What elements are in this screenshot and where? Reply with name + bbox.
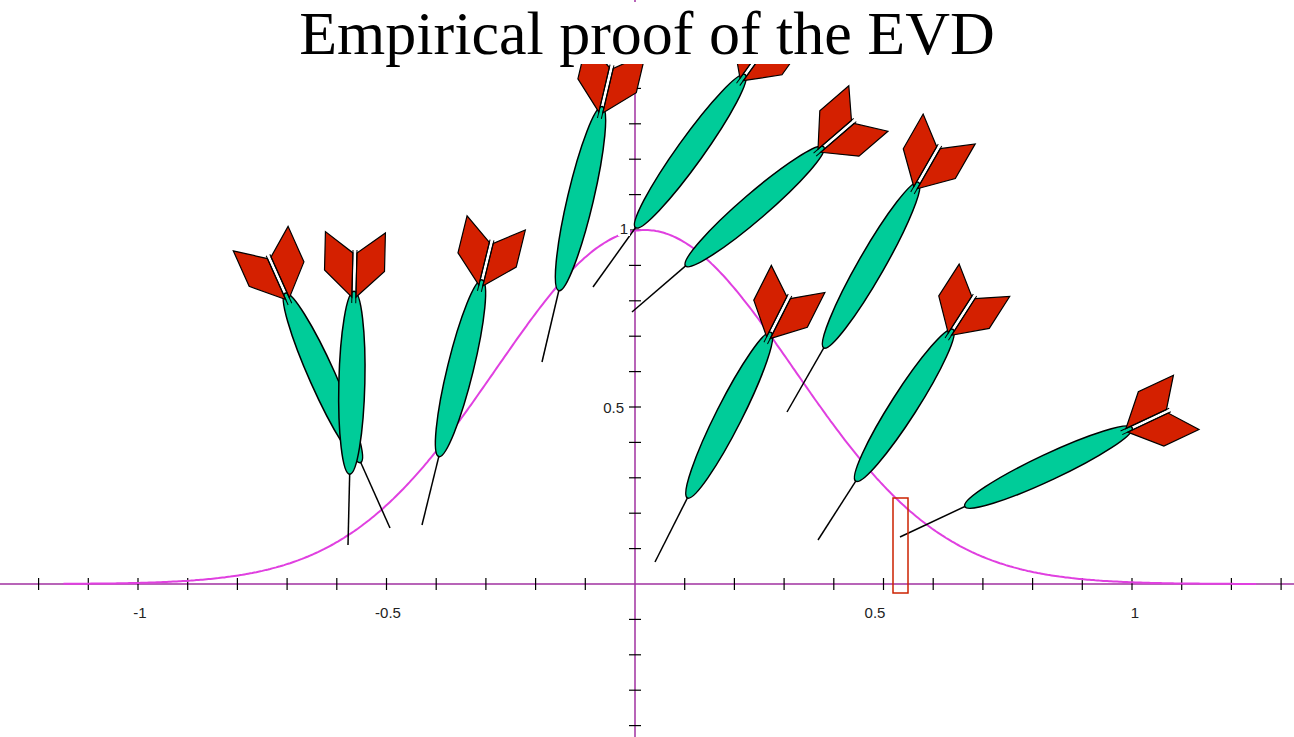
dart-shaft bbox=[270, 254, 292, 303]
x-tick bbox=[386, 578, 387, 590]
dart-flight bbox=[952, 281, 1010, 350]
dart-needle bbox=[542, 285, 560, 362]
dart bbox=[393, 216, 525, 532]
dart-body bbox=[959, 416, 1137, 518]
y-tick bbox=[629, 619, 641, 620]
dart-needle bbox=[358, 457, 390, 528]
dart-shaft bbox=[352, 250, 353, 303]
dart-body bbox=[812, 176, 929, 354]
dart-needle bbox=[787, 343, 827, 412]
x-tick bbox=[1131, 578, 1132, 590]
x-tick bbox=[436, 578, 437, 590]
x-tick bbox=[734, 578, 735, 590]
y-tick bbox=[629, 442, 641, 443]
y-tick bbox=[629, 371, 641, 372]
dart bbox=[761, 114, 975, 427]
y-tick bbox=[629, 690, 641, 691]
dart-shaft bbox=[914, 146, 942, 194]
y-tick bbox=[629, 477, 641, 478]
dart-body bbox=[677, 137, 832, 276]
dart-shaft bbox=[814, 118, 854, 153]
x-tick bbox=[237, 578, 238, 590]
dart-shaft bbox=[945, 294, 973, 338]
dart-needle bbox=[818, 476, 859, 540]
y-tick bbox=[629, 548, 641, 549]
gaussian-curve bbox=[64, 230, 1257, 584]
dart-flight bbox=[821, 110, 888, 173]
x-tick bbox=[982, 578, 983, 590]
dart bbox=[793, 264, 1010, 556]
slide-title: Empirical proof of the EVD bbox=[293, 2, 1001, 64]
x-tick bbox=[1280, 578, 1281, 590]
dart-body bbox=[337, 291, 367, 475]
x-tick-label: 0.5 bbox=[863, 605, 888, 620]
y-tick bbox=[629, 725, 641, 726]
dart-flight bbox=[1128, 404, 1199, 457]
dart bbox=[887, 375, 1199, 564]
dart-needle bbox=[900, 504, 970, 537]
dart-shaft bbox=[911, 144, 939, 192]
x-tick bbox=[833, 578, 834, 590]
dart-shaft bbox=[816, 122, 856, 157]
y-axis bbox=[634, 0, 636, 737]
x-tick bbox=[783, 578, 784, 590]
y-tick-label: 0.5 bbox=[601, 400, 626, 415]
x-tick bbox=[585, 578, 586, 590]
dart-flight bbox=[356, 232, 386, 298]
dart-flight bbox=[324, 232, 354, 298]
dart-shaft bbox=[948, 296, 976, 340]
y-tick bbox=[629, 300, 641, 301]
dart bbox=[318, 232, 385, 546]
dart-shaft bbox=[266, 256, 288, 305]
dart-shaft bbox=[764, 294, 788, 342]
dart-flight bbox=[263, 226, 315, 297]
x-tick bbox=[287, 578, 288, 590]
y-tick bbox=[629, 654, 641, 655]
x-axis bbox=[0, 583, 1294, 585]
x-tick bbox=[137, 578, 138, 590]
dart-body bbox=[676, 327, 783, 504]
dart-needle bbox=[348, 468, 350, 545]
dart bbox=[628, 265, 825, 575]
dart-body bbox=[546, 104, 615, 294]
dart-shaft bbox=[601, 65, 614, 118]
dart bbox=[513, 40, 646, 369]
dart-shaft bbox=[356, 250, 357, 303]
y-tick bbox=[629, 513, 641, 514]
x-tick-label: -0.5 bbox=[373, 605, 403, 620]
dart-shaft bbox=[1121, 408, 1170, 431]
dart-flight bbox=[770, 280, 825, 351]
y-tick bbox=[629, 123, 641, 124]
y-tick bbox=[629, 159, 641, 160]
x-tick bbox=[933, 578, 934, 590]
dart-shaft bbox=[1122, 412, 1171, 435]
x-tick bbox=[38, 578, 39, 590]
bin-rectangle bbox=[893, 498, 908, 593]
dart-body bbox=[426, 277, 495, 460]
dart-needle bbox=[422, 451, 440, 525]
x-tick bbox=[485, 578, 486, 590]
y-tick bbox=[629, 406, 641, 407]
x-tick bbox=[1032, 578, 1033, 590]
y-tick bbox=[629, 336, 641, 337]
dart-needle bbox=[655, 493, 690, 562]
y-tick bbox=[629, 194, 641, 195]
x-tick bbox=[684, 578, 685, 590]
x-tick-label: -1 bbox=[131, 605, 148, 620]
dart-needle bbox=[593, 223, 639, 287]
x-tick bbox=[883, 578, 884, 590]
dart-body bbox=[845, 322, 964, 488]
x-tick bbox=[535, 578, 536, 590]
dart-shaft bbox=[767, 296, 791, 344]
x-tick-label: 1 bbox=[1129, 605, 1141, 620]
y-tick bbox=[629, 265, 641, 266]
y-tick-label: 1 bbox=[618, 221, 630, 236]
x-tick bbox=[336, 578, 337, 590]
dart-needle bbox=[632, 262, 690, 312]
dart-shaft bbox=[481, 240, 494, 291]
dart bbox=[233, 226, 417, 540]
